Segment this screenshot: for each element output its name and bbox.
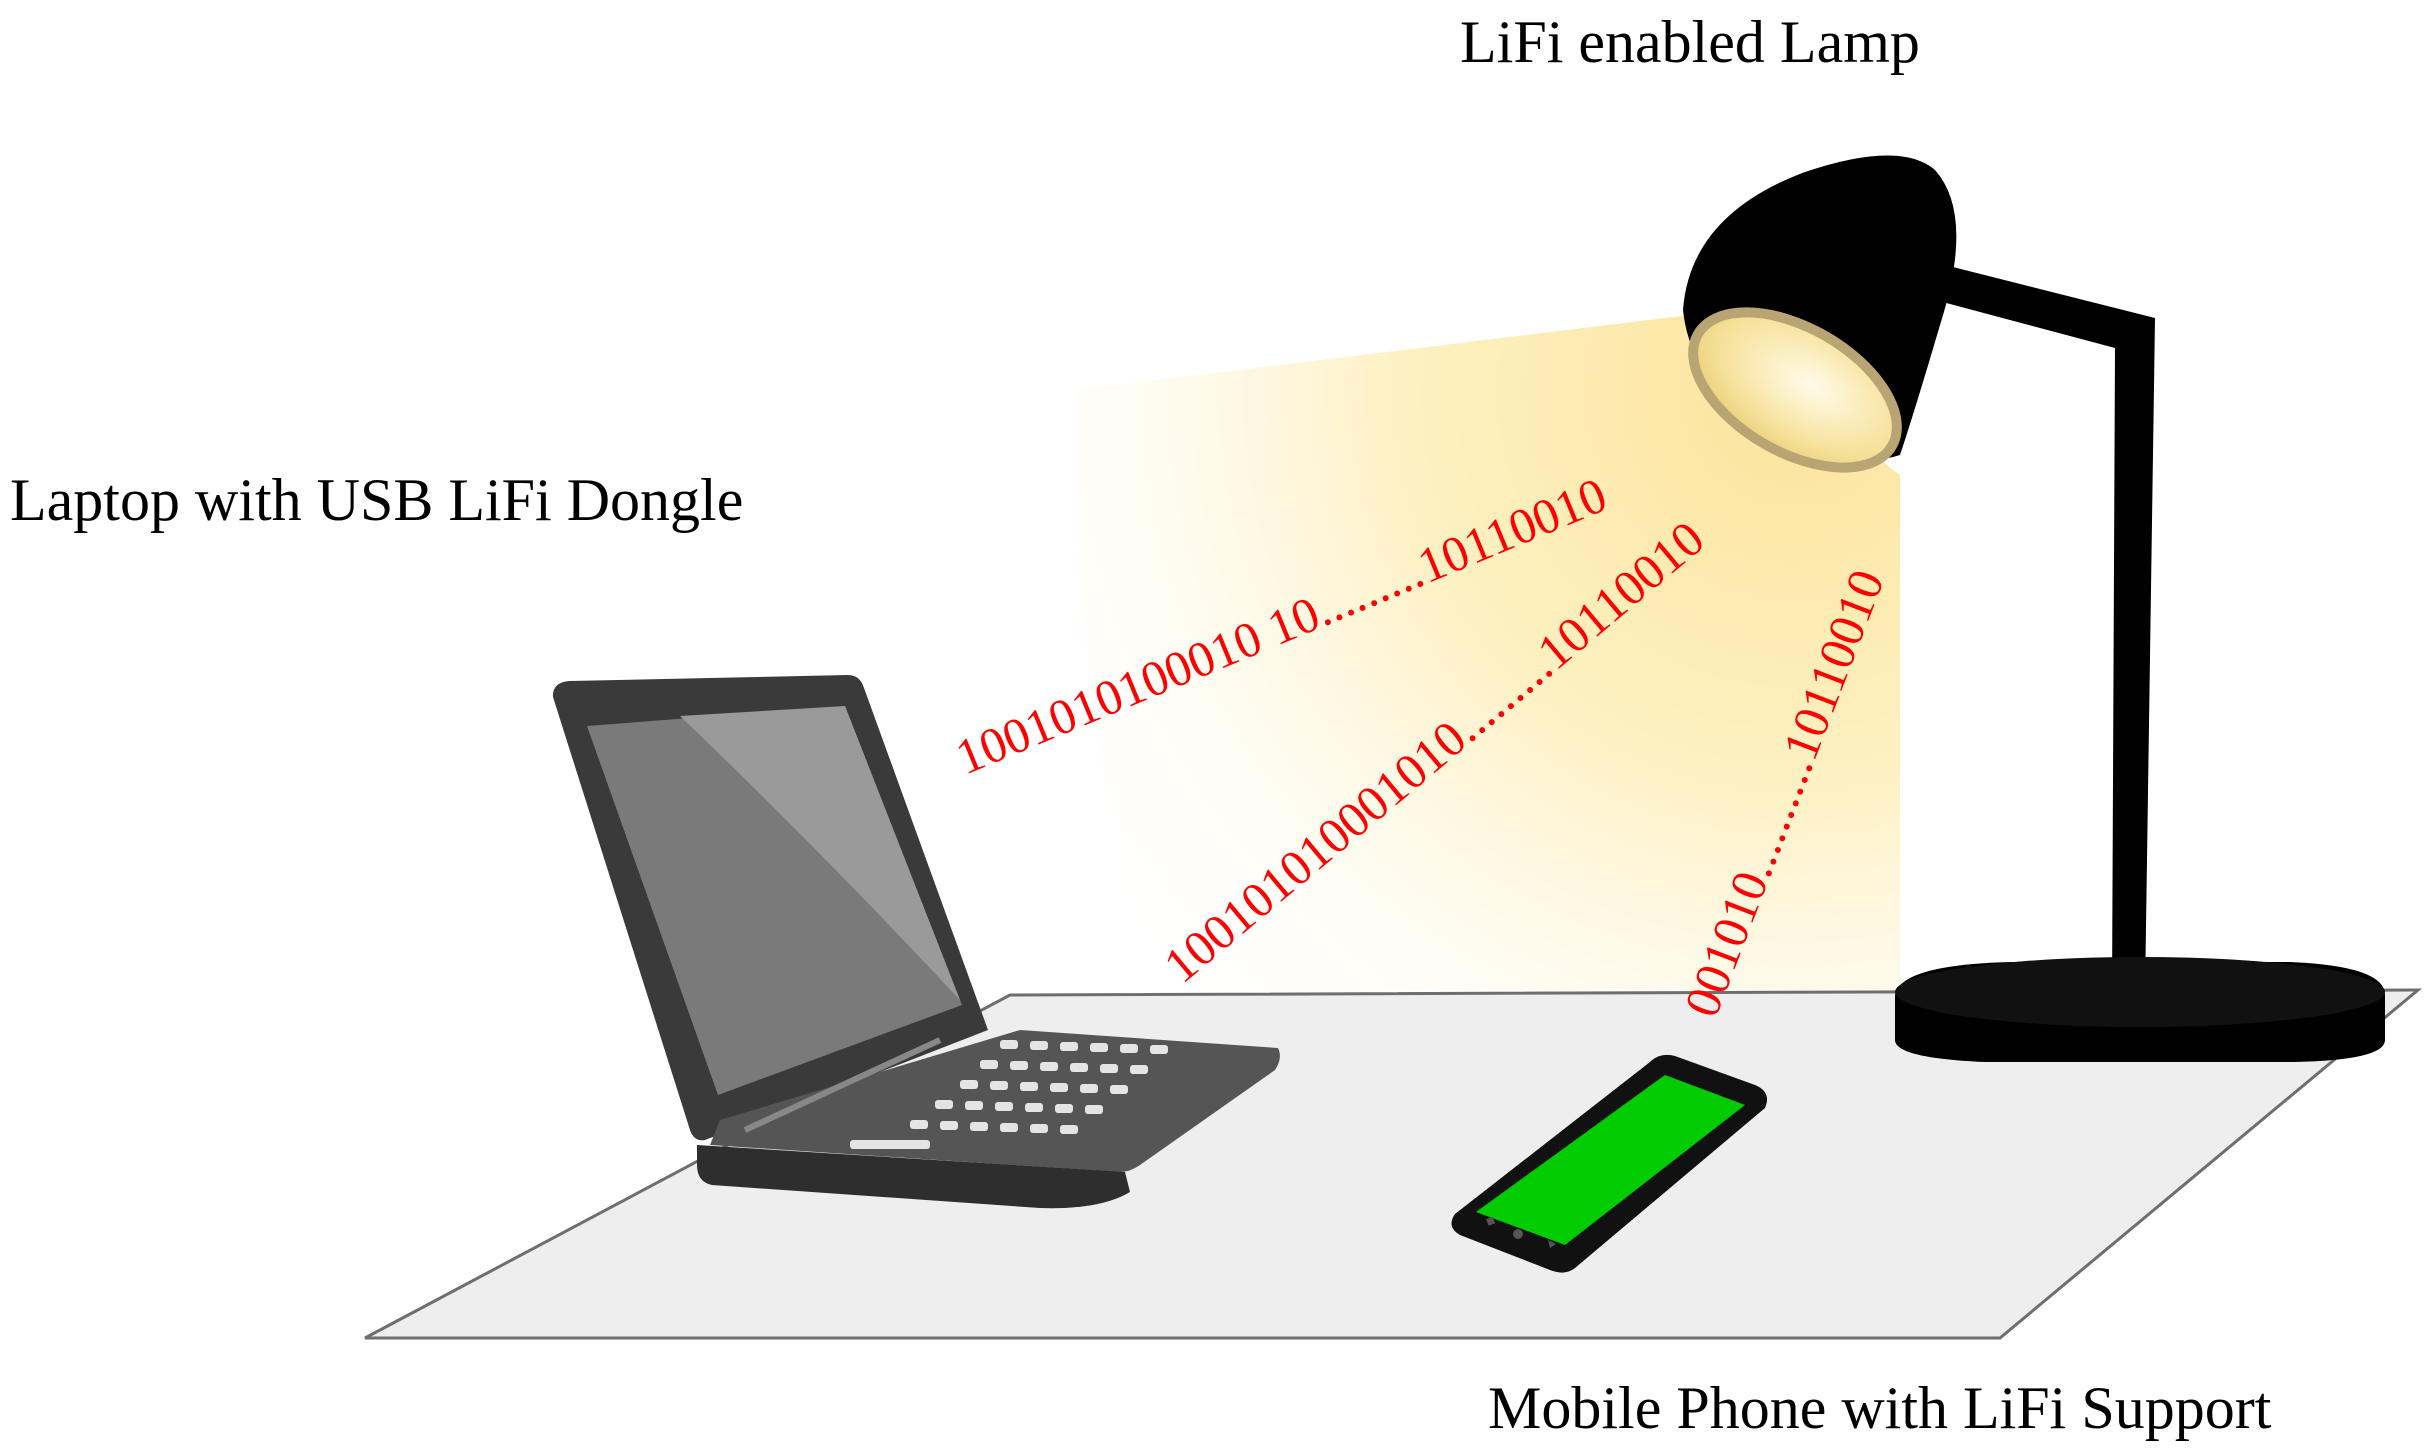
- lamp-base-top: [1895, 957, 2385, 1027]
- mobile-phone: [1451, 1054, 1768, 1273]
- lamp-label: LiFi enabled Lamp: [1460, 9, 1920, 75]
- laptop-base-front: [697, 1145, 1130, 1209]
- laptop-keyboard: [850, 1040, 1168, 1149]
- light-beam: [1074, 315, 1900, 990]
- phone-label: Mobile Phone with LiFi Support: [1488, 1375, 2272, 1441]
- lamp-arm: [1935, 265, 2155, 995]
- lamp: [1683, 155, 2385, 1062]
- laptop-hinge-strip: [743, 1037, 942, 1133]
- phone-screen: [1476, 1075, 1745, 1245]
- lamp-bulb: [1688, 307, 1902, 473]
- phone-nav-buttons: [1486, 1216, 1556, 1248]
- laptop: [552, 675, 1280, 1209]
- laptop-label: Laptop with USB LiFi Dongle: [10, 467, 743, 533]
- laptop-screen-glare: [680, 706, 960, 1000]
